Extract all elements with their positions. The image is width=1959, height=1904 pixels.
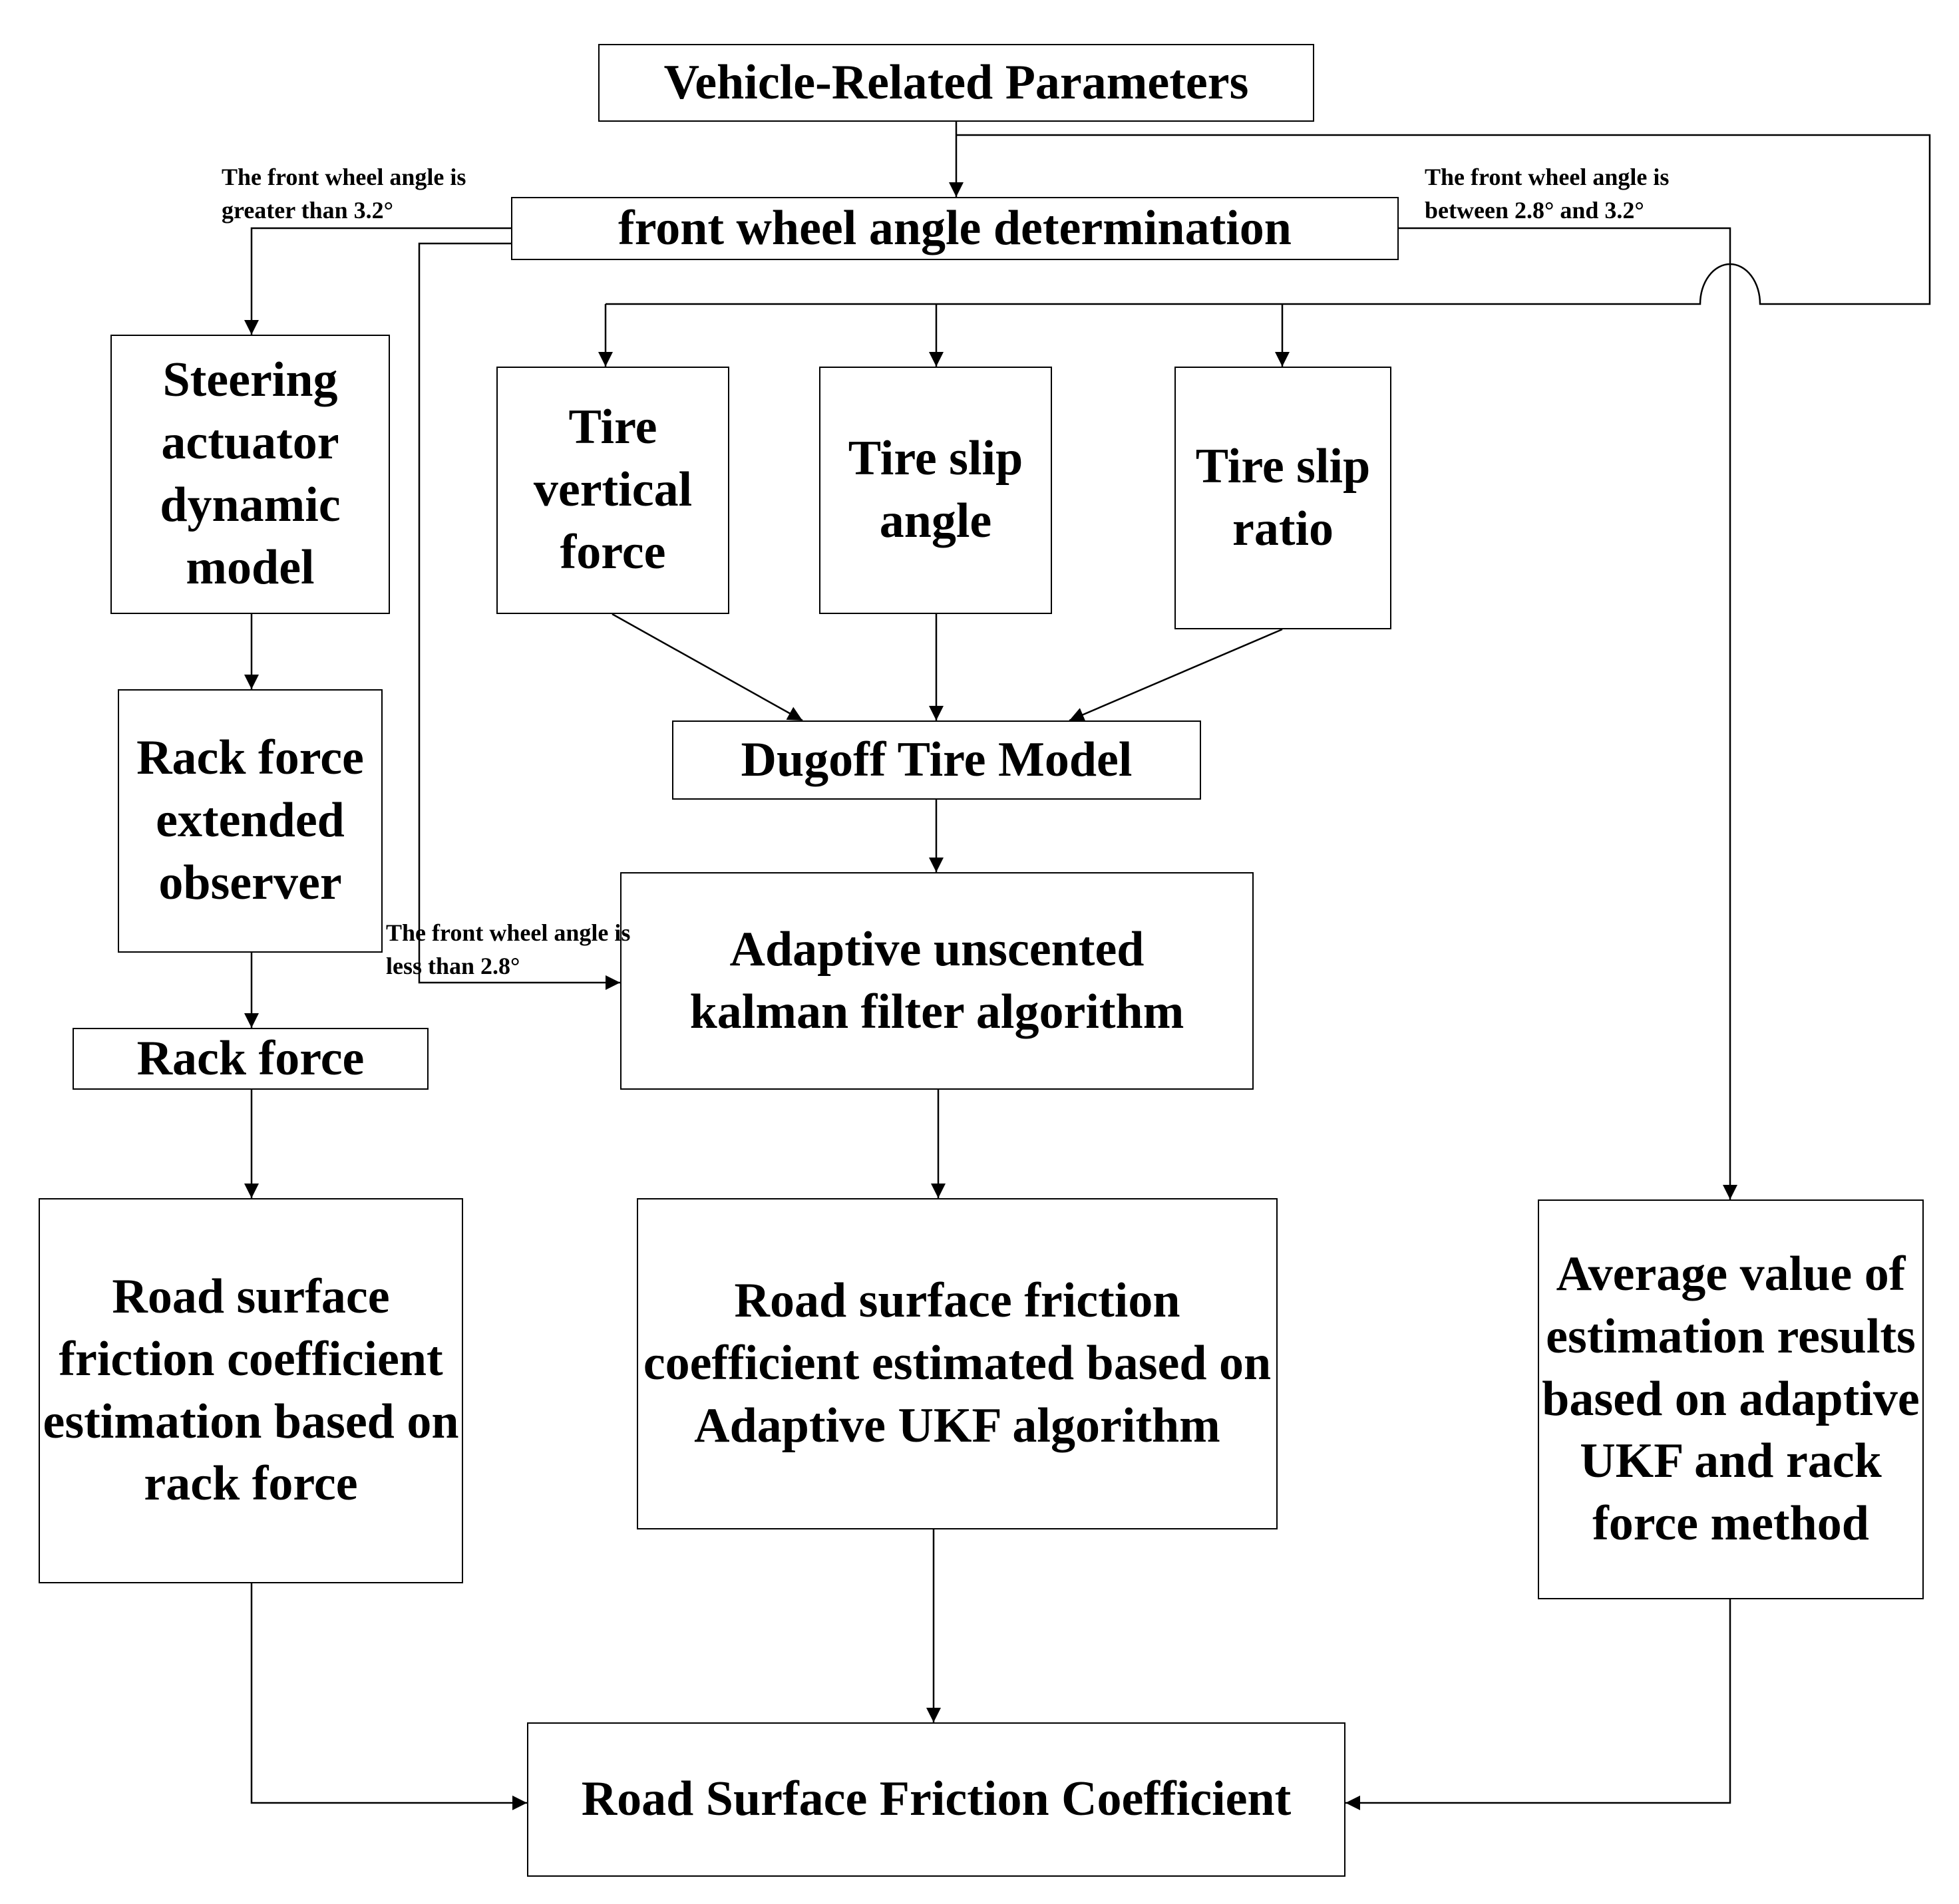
node-tire-slip-ratio-text: Tire slip ratio — [1195, 438, 1371, 556]
arrow-rack-estimation-to-result — [250, 1583, 527, 1810]
label-less-than: The front wheel angle is less than 2.8° — [386, 916, 630, 983]
label-greater-line2: greater than 3.2° — [222, 197, 394, 224]
node-aukf: Adaptive unscented kalman filter algorit… — [620, 872, 1254, 1090]
label-between-line1: The front wheel angle is — [1425, 164, 1670, 190]
label-less-line1: The front wheel angle is — [386, 919, 631, 946]
node-average-value: Average value of estimation results base… — [1538, 1199, 1924, 1599]
label-greater-than: The front wheel angle is greater than 3.… — [222, 160, 466, 228]
node-rack-estimation-text: Road surface friction coefficient estima… — [43, 1269, 459, 1511]
arrow-greater-branch — [244, 227, 511, 335]
node-tire-vertical-force: Tire vertical force — [496, 367, 729, 614]
node-ukf-estimation-text: Road surface friction coefficient estima… — [643, 1273, 1272, 1453]
label-between: The front wheel angle is between 2.8° an… — [1425, 160, 1669, 228]
node-angle-determination: front wheel angle determination — [511, 197, 1399, 260]
node-result: Road Surface Friction Coefficient — [527, 1722, 1345, 1877]
node-tire-slip-angle: Tire slip angle — [819, 367, 1052, 614]
node-tire-slip-angle-text: Tire slip angle — [848, 431, 1023, 548]
label-greater-line1: The front wheel angle is — [222, 164, 466, 190]
node-rack-observer: Rack force extended observer — [118, 689, 383, 953]
line-params-to-tires — [606, 134, 1931, 305]
node-steering-model: Steering actuator dynamic model — [110, 335, 390, 614]
node-tire-vertical-force-text: Tire vertical force — [533, 400, 693, 579]
node-dugoff-model-text: Dugoff Tire Model — [741, 732, 1133, 787]
node-tire-slip-ratio: Tire slip ratio — [1174, 367, 1391, 629]
node-rack-estimation: Road surface friction coefficient estima… — [39, 1198, 463, 1583]
node-aukf-text: Adaptive unscented kalman filter algorit… — [689, 921, 1184, 1039]
node-rack-observer-text: Rack force extended observer — [136, 730, 364, 910]
node-angle-determination-text: front wheel angle determination — [618, 200, 1292, 255]
label-between-line2: between 2.8° and 3.2° — [1425, 197, 1644, 224]
arrow-slipratio-to-dugoff — [1069, 628, 1283, 722]
node-vehicle-parameters: Vehicle-Related Parameters — [598, 44, 1314, 122]
arrow-vertical-to-dugoff — [612, 613, 803, 722]
node-vehicle-parameters-text: Vehicle-Related Parameters — [663, 55, 1249, 110]
node-average-value-text: Average value of estimation results base… — [1542, 1246, 1920, 1551]
node-steering-model-text: Steering actuator dynamic model — [160, 353, 341, 595]
arrow-average-to-result — [1345, 1599, 1731, 1810]
node-rack-force-text: Rack force — [136, 1031, 365, 1086]
label-less-line2: less than 2.8° — [386, 953, 520, 980]
arrow-between-branch — [1399, 227, 1737, 1199]
node-ukf-estimation: Road surface friction coefficient estima… — [637, 1198, 1278, 1529]
arrow-less-branch — [418, 242, 620, 990]
node-result-text: Road Surface Friction Coefficient — [581, 1772, 1292, 1827]
node-rack-force: Rack force — [73, 1028, 429, 1090]
node-dugoff-model: Dugoff Tire Model — [672, 720, 1201, 800]
